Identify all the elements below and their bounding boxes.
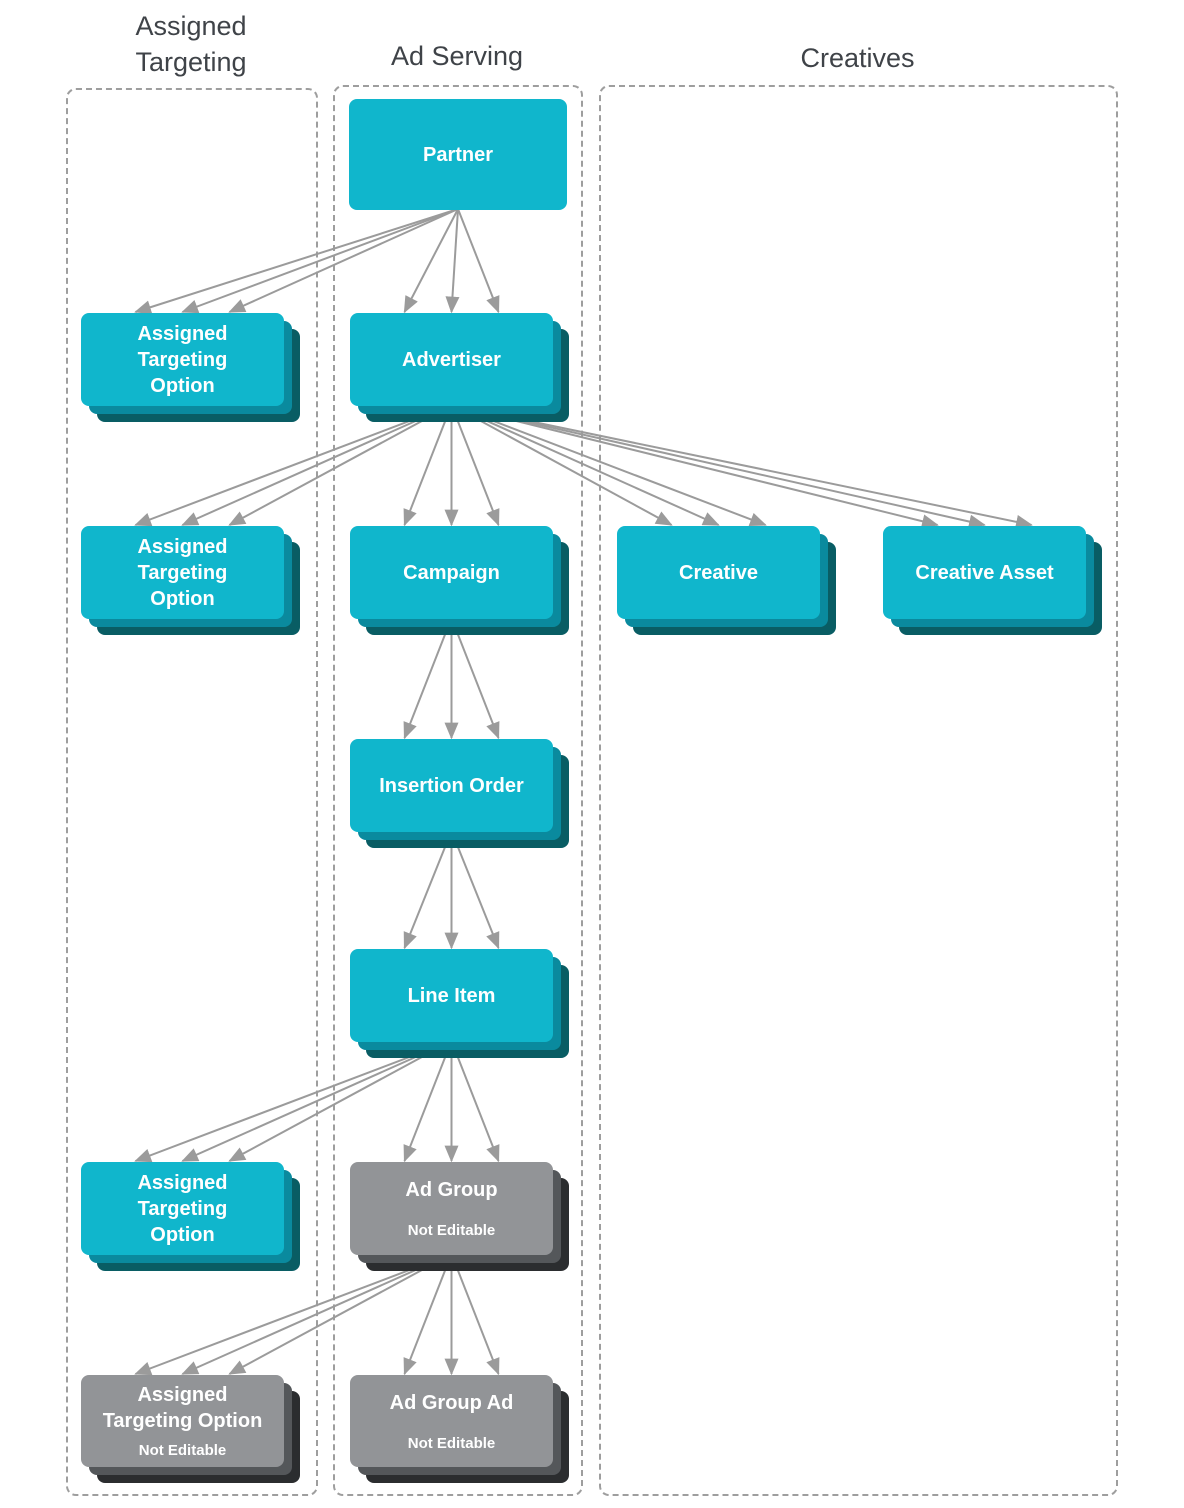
column-frame-assigned-targeting <box>66 88 318 1496</box>
node-ato-not-editable-label: Assigned Targeting Option <box>102 1384 263 1432</box>
column-heading-creatives: Creatives <box>800 43 915 73</box>
node-campaign: Campaign <box>350 526 553 619</box>
column-frame-ad-serving <box>333 85 583 1496</box>
column-frame-creatives <box>599 85 1118 1496</box>
node-creative: Creative <box>617 526 820 619</box>
node-ad-group-ad: Ad Group Ad Not Editable <box>350 1375 553 1467</box>
column-heading-assigned-targeting: Assigned Targeting <box>135 11 247 78</box>
node-assigned-targeting-option-not-editable: Assigned Targeting Option Not Editable <box>81 1375 284 1467</box>
node-ato-not-editable-sublabel: Not Editable <box>138 1442 227 1459</box>
node-creative-label: Creative <box>679 561 758 584</box>
node-assigned-targeting-option-campaign: Assigned Targeting Option <box>81 526 284 619</box>
node-line-item: Line Item <box>350 949 553 1042</box>
node-ad-group-label: Ad Group <box>405 1179 498 1201</box>
node-ato-advertiser-label: Assigned Targeting Option <box>137 322 228 397</box>
node-ad-group-ad-sublabel: Not Editable <box>407 1434 496 1452</box>
node-ad-group-sublabel: Not Editable <box>407 1222 496 1239</box>
node-ad-group: Ad Group Not Editable <box>350 1162 553 1255</box>
node-assigned-targeting-option-line-item: Assigned Targeting Option <box>81 1162 284 1255</box>
node-creative-asset: Creative Asset <box>883 526 1086 619</box>
node-ad-group-ad-label: Ad Group Ad <box>389 1391 514 1414</box>
node-assigned-targeting-option-advertiser: Assigned Targeting Option <box>81 313 284 406</box>
node-advertiser-label: Advertiser <box>402 348 501 371</box>
node-line-item-label: Line Item <box>407 984 496 1007</box>
column-heading-ad-serving: Ad Serving <box>390 41 524 71</box>
node-ato-campaign-label: Assigned Targeting Option <box>137 535 228 610</box>
node-creative-asset-label: Creative Asset <box>915 561 1054 584</box>
node-ato-line-item-label: Assigned Targeting Option <box>137 1171 228 1246</box>
node-advertiser: Advertiser <box>350 313 553 406</box>
node-insertion-order-label: Insertion Order <box>379 774 524 797</box>
node-insertion-order: Insertion Order <box>350 739 553 832</box>
node-campaign-label: Campaign <box>403 561 500 584</box>
node-partner: Partner <box>349 99 567 210</box>
node-partner-label: Partner <box>422 143 494 166</box>
